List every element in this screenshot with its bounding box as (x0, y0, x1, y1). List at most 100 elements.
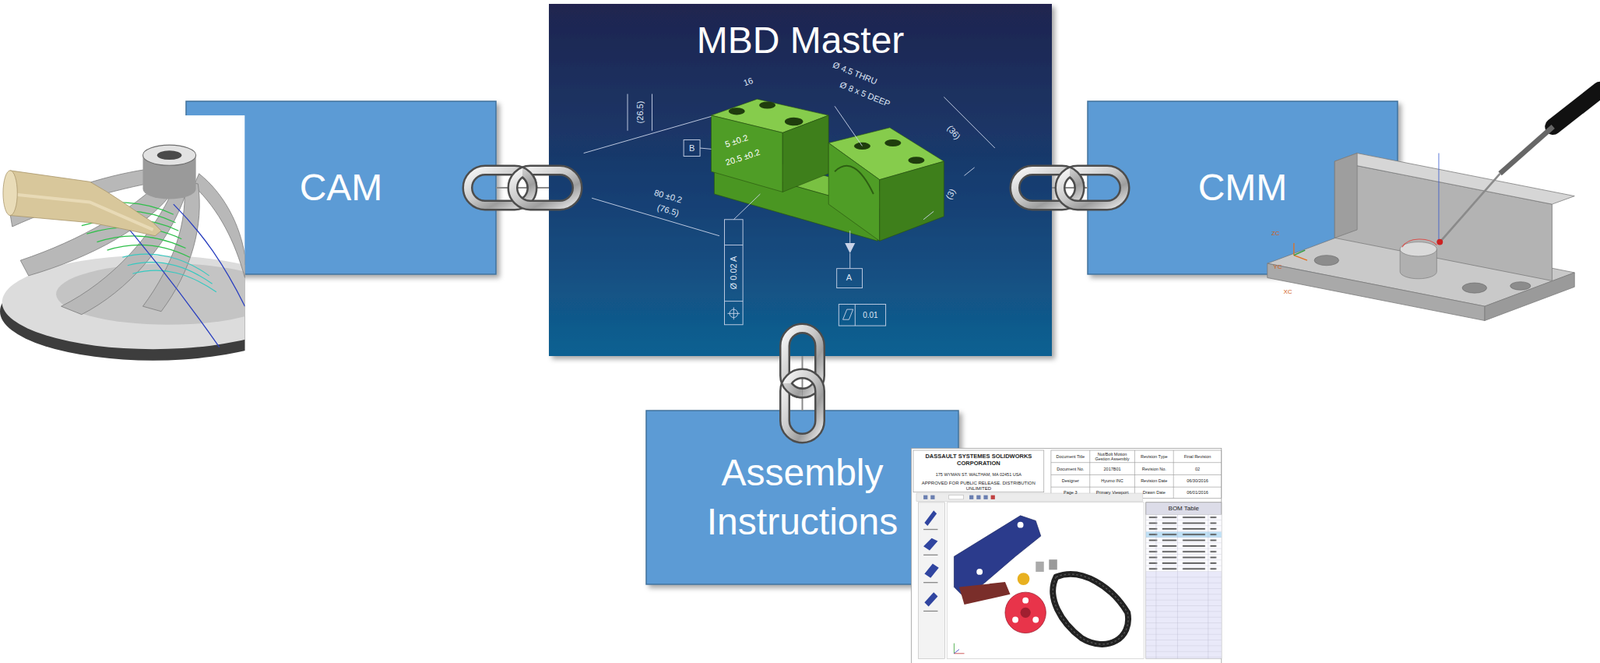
dimension-text: 16 (741, 75, 755, 88)
table-cell: Revision Type (1135, 453, 1172, 459)
cmm-part-illustration (1402, 239, 1438, 247)
chain-link (1060, 170, 1126, 206)
chain-link-body (784, 383, 803, 394)
mbd-part-drawing (836, 268, 863, 289)
title-block-text: 175 WYMAN ST. WALTHAM, MA 02451 USA (935, 471, 1022, 477)
mbd-part-drawing (834, 105, 862, 146)
mbd-part-drawing (627, 94, 629, 131)
impeller-illustration (10, 193, 153, 230)
panel-heading: BOM Table (1168, 504, 1200, 512)
impeller-illustration (132, 270, 216, 292)
assembly-screenshot (923, 554, 938, 556)
assembly-screenshot (1134, 450, 1136, 499)
process-box: Assembly Instructions (646, 410, 959, 584)
assembly-screenshot (923, 528, 938, 612)
chain-link-outline (513, 170, 578, 206)
assembly-screenshot (1156, 514, 1209, 659)
chain-link (784, 373, 820, 439)
assembly-screenshot (930, 495, 935, 500)
assembly-screenshot (1020, 607, 1031, 618)
mbd-part-drawing (591, 197, 720, 236)
mbd-part-drawing (733, 306, 735, 320)
cmm-part-illustration (1462, 282, 1487, 293)
mbd-part-drawing (583, 94, 996, 327)
assembly-screenshot (916, 492, 1143, 501)
chain-link-outline (784, 383, 803, 394)
assembly-screenshot (1146, 502, 1222, 659)
cmm-part-illustration (1500, 126, 1554, 174)
cmm-part-illustration (1441, 173, 1501, 241)
cmm-part-illustration (1267, 263, 1485, 320)
cmm-part-illustration (1314, 255, 1339, 266)
chain-link (513, 170, 578, 206)
cmm-part-illustration (1267, 89, 1600, 320)
assembly-screenshot (1051, 450, 1222, 499)
table-cell: Final Revision (1174, 453, 1221, 459)
datum-letter: A (846, 272, 852, 283)
assembly-screenshot (976, 495, 981, 500)
mbd-part-drawing (651, 94, 653, 131)
assembly-screenshot (1177, 514, 1179, 659)
mbd-part-drawing (843, 309, 854, 320)
axis-label: YC (1272, 263, 1282, 271)
chain-link-body (522, 170, 533, 189)
chain-link-outline (522, 170, 533, 189)
assembly-screenshot (1017, 572, 1031, 585)
dimension-text: 5 ±0.2 (724, 132, 750, 149)
assembly-screenshot (923, 495, 996, 500)
assembly-screenshot (1207, 514, 1209, 659)
table-cell: Document Title (1052, 453, 1089, 459)
axis-label: XC (1283, 288, 1292, 296)
assembly-screenshot (991, 495, 996, 500)
assembly-screenshot (1051, 486, 1222, 488)
cmm-part-illustration (1294, 255, 1308, 261)
box-title: CMM (1198, 163, 1288, 212)
impeller-illustration (173, 203, 246, 306)
mbd-part-drawing (923, 210, 934, 219)
cmm-part-illustration (1334, 153, 1575, 205)
impeller-illustration (0, 115, 246, 363)
datum-letter: B (689, 143, 695, 154)
mbd-part-drawing (838, 304, 886, 327)
mbd-part-drawing (879, 161, 945, 241)
tolerance-text: 0.01 (862, 310, 878, 320)
assembly-screenshot (913, 450, 1045, 493)
mbd-part-drawing (683, 140, 700, 157)
table-cell: Revision Date (1135, 478, 1172, 483)
impeller-illustration (3, 170, 18, 216)
assembly-screenshot (1012, 616, 1019, 623)
table-cell: Primary Viewport (1091, 489, 1134, 495)
mbd-part-drawing (964, 167, 975, 176)
assembly-screenshot (923, 610, 938, 612)
assembly-screenshot (923, 528, 938, 530)
master-model-panel: MBD Master (548, 3, 1052, 356)
assembly-screenshot (923, 509, 939, 606)
cmm-part-illustration (1438, 153, 1439, 243)
assembly-screenshot (910, 447, 1221, 663)
dimension-text: 80 ±0.2 (653, 187, 684, 205)
impeller-illustration (122, 253, 209, 276)
assembly-screenshot (924, 509, 937, 526)
assembly-screenshot (1048, 559, 1057, 570)
assembly-screenshot (1022, 597, 1029, 604)
assembly-screenshot (949, 495, 964, 500)
chain-link-outline (1060, 170, 1126, 206)
box-title: Assembly Instructions (661, 448, 943, 546)
dimension-text: (76.5) (656, 202, 681, 219)
chain-link-body (1060, 170, 1126, 206)
assembly-screenshot (946, 502, 1144, 659)
table-cell: 02 (1174, 465, 1221, 471)
assembly-screenshot (1155, 514, 1157, 659)
assembly-screenshot (1017, 521, 1024, 528)
mbd-part-drawing (844, 242, 855, 254)
dimension-text: Ø 8 x 5 DEEP (838, 79, 892, 109)
assembly-screenshot (1051, 461, 1222, 463)
chain-connector (784, 328, 820, 439)
chain-link-body (1069, 170, 1080, 189)
chain-link (784, 383, 803, 394)
title-block-text: APPROVED FOR PUBLIC RELEASE. DISTRIBUTIO… (920, 480, 1038, 492)
assembly-screenshot (1052, 573, 1129, 644)
assembly-screenshot (1005, 591, 1046, 633)
illustration-layer (0, 89, 1600, 663)
